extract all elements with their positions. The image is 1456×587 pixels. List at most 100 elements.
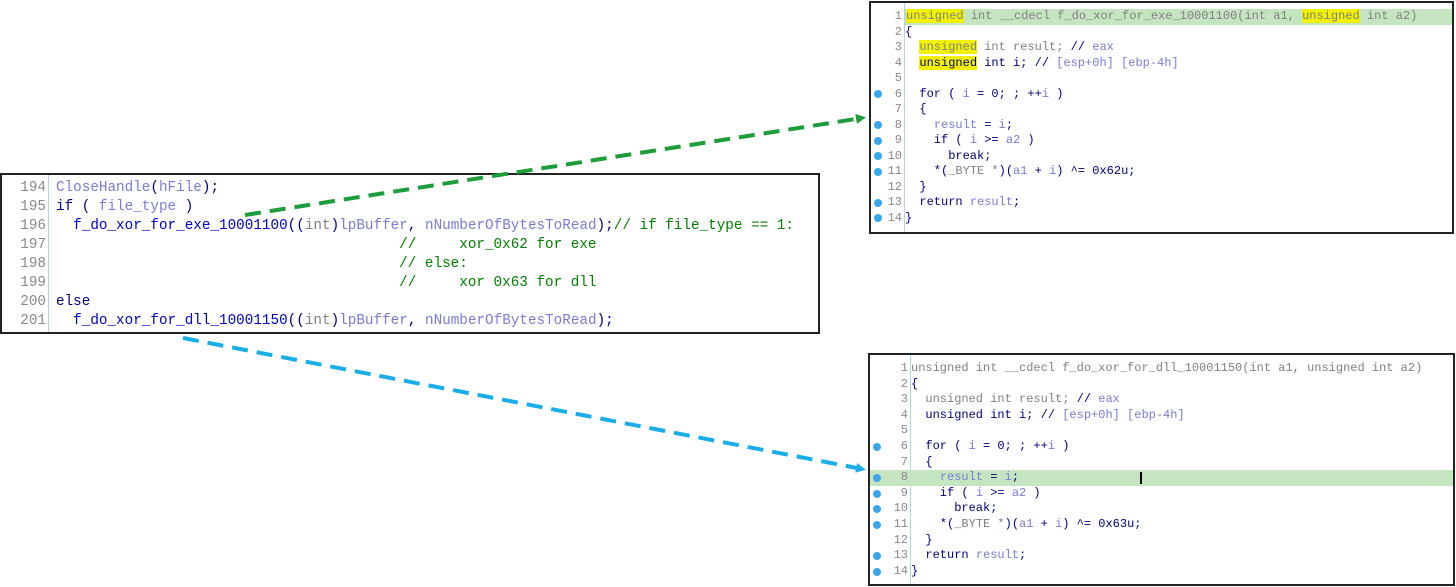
code-text: } <box>905 211 912 227</box>
breakpoint-dot-icon[interactable] <box>874 198 882 207</box>
line-number: 14 <box>887 210 902 225</box>
breakpoint-dot-icon[interactable] <box>873 551 881 560</box>
code-text: if ( file_type ) <box>56 198 193 217</box>
code-line[interactable]: 12 } <box>870 533 1453 549</box>
code-token: ) <box>1020 133 1035 147</box>
code-line[interactable]: 11 *(_BYTE *)(a1 + i) ^= 0x63u; <box>870 517 1453 533</box>
code-token: f_do_xor_for_exe_10001100 <box>56 218 288 234</box>
line-number: 196 <box>20 218 46 234</box>
code-line[interactable]: 11 *(_BYTE *)(a1 + i) ^= 0x62u; <box>871 164 1452 180</box>
code-text: f_do_xor_for_exe_10001100((int)lpBuffer,… <box>56 217 794 236</box>
code-token: ; <box>1013 195 1021 209</box>
code-token: ) <box>1055 439 1070 453</box>
line-number: 9 <box>894 133 902 147</box>
code-line[interactable]: 13 return result; <box>870 548 1453 564</box>
breakpoint-dot-icon[interactable] <box>874 152 882 161</box>
code-line[interactable]: 14} <box>871 211 1452 227</box>
code-token: i <box>1049 164 1057 178</box>
code-line[interactable]: 9 if ( i >= a2 ) <box>871 133 1452 149</box>
code-text: break; <box>905 149 991 165</box>
code-line[interactable]: 12 } <box>871 180 1452 196</box>
code-line[interactable]: 197 // xor_0x62 for exe <box>2 236 818 255</box>
code-token: { <box>911 376 919 391</box>
code-token: } <box>905 179 927 194</box>
code-token: // if file_type == 1: <box>613 218 794 234</box>
breakpoint-dot-icon[interactable] <box>874 90 882 99</box>
code-token: (( <box>287 313 305 329</box>
code-token: result <box>975 548 1020 563</box>
code-line[interactable]: 201 f_do_xor_for_dll_10001150((int)lpBuf… <box>2 312 818 331</box>
code-token: unsigned <box>1302 9 1360 23</box>
code-token: *( <box>911 517 955 531</box>
code-text: { <box>911 455 932 471</box>
code-token: ) <box>1026 485 1041 500</box>
breakpoint-dot-icon[interactable] <box>873 505 881 514</box>
breakpoint-dot-icon[interactable] <box>873 567 881 576</box>
code-text: } <box>911 533 932 549</box>
code-line[interactable]: 5 <box>871 71 1452 87</box>
code-line[interactable]: 8 result = i; <box>870 470 1453 486</box>
code-token: unsigned int result; <box>911 392 1077 407</box>
code-token: for ( <box>905 86 963 101</box>
breakpoint-dot-icon[interactable] <box>874 214 882 223</box>
code-line[interactable]: 2{ <box>870 377 1453 393</box>
code-text: { <box>905 102 927 118</box>
code-token: else <box>56 294 91 310</box>
code-line[interactable]: 10 break; <box>870 501 1453 517</box>
line-number: 7 <box>900 454 908 469</box>
breakpoint-dot-icon[interactable] <box>873 442 881 451</box>
line-number: 2 <box>900 376 908 391</box>
code-token: ) ^= 0x63u; <box>1062 517 1142 531</box>
breakpoint-dot-icon[interactable] <box>873 520 881 529</box>
breakpoint-dot-icon[interactable] <box>874 136 882 145</box>
code-line[interactable]: 198 // else: <box>2 255 818 274</box>
code-line[interactable]: 3 unsigned int result; // eax <box>870 392 1453 408</box>
breakpoint-dot-icon[interactable] <box>874 121 882 130</box>
code-line[interactable]: 196 f_do_xor_for_exe_10001100((int)lpBuf… <box>2 217 818 236</box>
code-line[interactable]: 10 break; <box>871 149 1452 165</box>
code-token: ); <box>201 180 220 196</box>
code-token: = 0; ; ++ <box>975 439 1048 453</box>
code-token: { <box>905 102 927 116</box>
code-token: ; <box>1011 470 1020 485</box>
code-line[interactable]: 7 { <box>870 455 1453 471</box>
code-token: file_type <box>98 199 177 215</box>
code-line[interactable]: 13 return result; <box>871 195 1452 211</box>
code-line[interactable]: 2{ <box>871 25 1452 41</box>
breakpoint-dot-icon[interactable] <box>873 489 881 498</box>
code-line[interactable]: 4 unsigned int i; // [esp+0h] [ebp-4h] <box>870 408 1453 424</box>
code-token: eax <box>1092 40 1114 54</box>
code-token: int i; // <box>977 55 1057 70</box>
code-line[interactable]: 4 unsigned int i; // [esp+0h] [ebp-4h] <box>871 55 1452 72</box>
code-line[interactable]: 7 { <box>871 102 1452 118</box>
code-line[interactable]: 3 unsigned int result; // eax <box>871 40 1452 56</box>
code-token: _BYTE * <box>954 517 1005 531</box>
line-number: 11 <box>893 517 908 531</box>
code-text: unsigned int i; // [esp+0h] [ebp-4h] <box>911 408 1184 424</box>
line-number: 1 <box>900 361 908 375</box>
code-token: ; <box>1005 117 1014 132</box>
breakpoint-dot-icon[interactable] <box>873 473 881 482</box>
code-text: // xor_0x62 for exe <box>56 236 596 255</box>
breakpoint-dot-icon[interactable] <box>874 167 882 176</box>
code-token: eax <box>1098 392 1120 407</box>
line-number: 14 <box>893 563 908 578</box>
code-line[interactable]: 6 for ( i = 0; ; ++i ) <box>871 87 1452 103</box>
code-token: for ( <box>911 439 969 453</box>
code-text: // xor 0x63 for dll <box>56 274 596 293</box>
code-line[interactable]: 9 if ( i >= a2 ) <box>870 486 1453 502</box>
code-line[interactable]: 14} <box>870 564 1453 580</box>
code-token: int a2) <box>1359 9 1418 23</box>
code-line[interactable]: 8 result = i; <box>871 118 1452 134</box>
code-token: if ( <box>905 133 970 147</box>
code-line[interactable]: 199 // xor 0x63 for dll <box>2 274 818 293</box>
code-line[interactable]: 6 for ( i = 0; ; ++i ) <box>870 439 1453 455</box>
code-line[interactable]: 5 <box>870 423 1453 439</box>
